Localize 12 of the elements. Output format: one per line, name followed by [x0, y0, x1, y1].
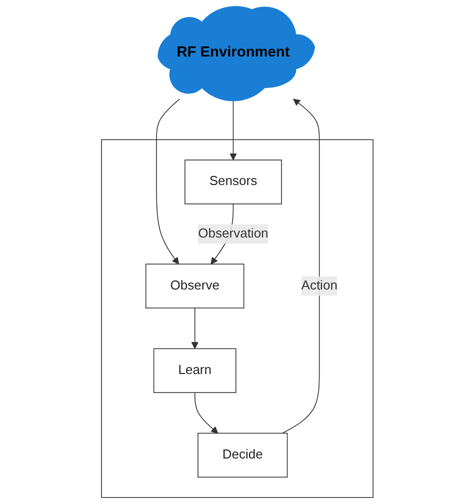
- edge-label: Action: [300, 278, 338, 293]
- edge-label: Observation: [198, 226, 268, 241]
- arrow: [282, 98, 320, 434]
- cluster: [100, 139, 374, 498]
- arrow: [156, 98, 180, 264]
- arrow: [229, 98, 236, 160]
- arrow: [194, 392, 218, 434]
- node-box: Decide: [197, 432, 288, 478]
- node-box: Observe: [145, 264, 244, 308]
- node-box: Learn: [153, 348, 236, 393]
- node-box: Sensors: [184, 160, 282, 204]
- arrow: [190, 308, 198, 349]
